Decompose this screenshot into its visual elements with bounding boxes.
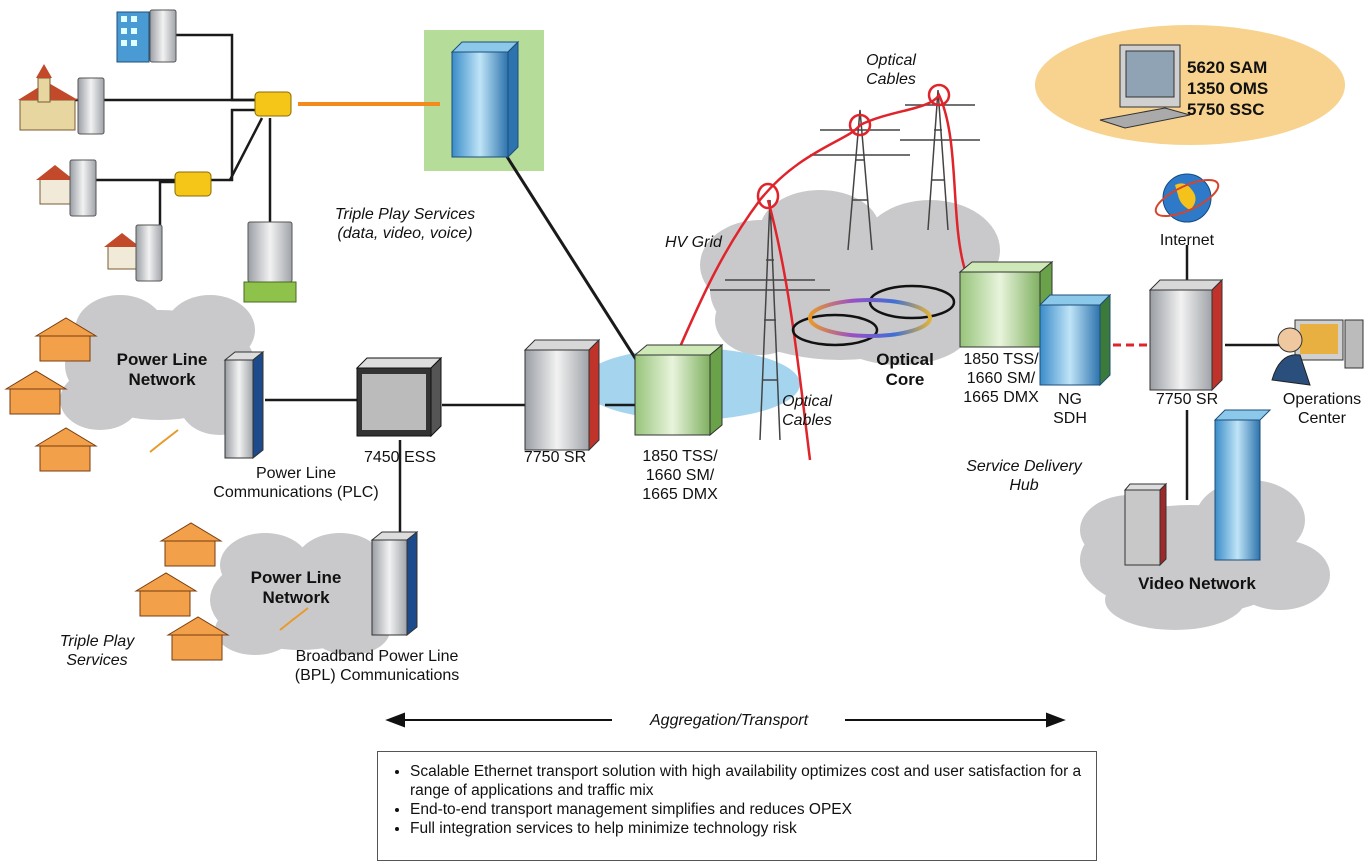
- house-icon: [36, 165, 74, 205]
- 7750-sr-mid-label: 7750 SR: [523, 449, 587, 466]
- power-line-network-1-label: Power Line Network: [116, 350, 208, 389]
- globe-icon: [1154, 173, 1220, 223]
- bpl-cloud: [210, 533, 390, 655]
- server-rack-icon: [450, 40, 520, 159]
- server-rack-icon: [223, 350, 265, 460]
- hv-grid-label: HV Grid: [665, 234, 722, 251]
- plc-label: Power Line Communications (PLC): [213, 465, 379, 501]
- router-icon: [633, 343, 724, 437]
- house-icon: [4, 317, 230, 661]
- server-rack-icon: [1038, 293, 1112, 387]
- pylon-icon: [710, 89, 980, 441]
- node-1850-right-label: 1850 TSS/ 1660 SM/ 1665 DMX: [963, 351, 1039, 406]
- benefit-item: Full integration services to help minimi…: [410, 819, 1084, 838]
- triple-play-services-label: Triple Play Services (data, video, voice…: [334, 206, 476, 242]
- server-rack-icon: [370, 530, 419, 637]
- ring-icon: [791, 284, 956, 347]
- operations-center-label: Operations Center: [1282, 391, 1362, 427]
- router-icon: [523, 338, 601, 452]
- service-delivery-hub-label: Service Delivery Hub: [966, 458, 1082, 494]
- server-rack-icon: [1123, 409, 1272, 567]
- optical-core-cloud: [700, 190, 1000, 365]
- router-icon: [1148, 278, 1224, 392]
- modem-icon: [243, 221, 297, 303]
- node-1850-left-label: 1850 TSS/ 1660 SM/ 1665 DMX: [642, 448, 718, 503]
- aggregation-transport-label: Aggregation/Transport: [649, 712, 809, 729]
- router-icon: [958, 260, 1054, 349]
- building-icon: [116, 11, 150, 63]
- 7450-ess-label: 7450 ESS: [363, 449, 437, 466]
- optical-core-label: Optical Core: [876, 350, 934, 389]
- benefits-box: Scalable Ethernet transport solution wit…: [377, 751, 1097, 861]
- bpl-label: Broadband Power Line (BPL) Communication…: [294, 648, 460, 684]
- management-systems-label: 5620 SAM 1350 OMS 5750 SSC: [1187, 58, 1269, 119]
- triple-play-services-2-label: Triple Play Services: [59, 633, 135, 669]
- optical-cables-top-label: Optical Cables: [866, 52, 916, 88]
- church-icon: [18, 64, 78, 131]
- house-icon: [104, 233, 140, 270]
- modem-icon: [149, 9, 177, 63]
- 7750-sr-right-label: 7750 SR: [1155, 391, 1219, 408]
- power-line-network-2-label: Power Line Network: [250, 568, 342, 607]
- optical-cables-bottom-label: Optical Cables: [782, 393, 832, 429]
- router-icon: [355, 356, 443, 438]
- modem-icon: [135, 224, 163, 282]
- lightning-icon: [149, 429, 309, 631]
- modem-icon: [69, 159, 97, 217]
- video-network-label: Video Network: [1138, 574, 1256, 593]
- video-network-cloud: [1080, 480, 1330, 630]
- internet-label: Internet: [1159, 232, 1215, 249]
- aggregation-arrow: [385, 712, 1066, 728]
- computer-icon: [1099, 44, 1191, 129]
- modem-icon: [77, 77, 105, 135]
- plc-cloud: [60, 295, 260, 435]
- ng-sdh-label: NG SDH: [1053, 391, 1087, 427]
- management-ellipse: [1035, 25, 1345, 145]
- operator-icon: [1271, 319, 1364, 386]
- benefit-item: Scalable Ethernet transport solution wit…: [410, 762, 1084, 800]
- benefit-item: End-to-end transport management simplifi…: [410, 800, 1084, 819]
- splitter-icon: [174, 91, 292, 197]
